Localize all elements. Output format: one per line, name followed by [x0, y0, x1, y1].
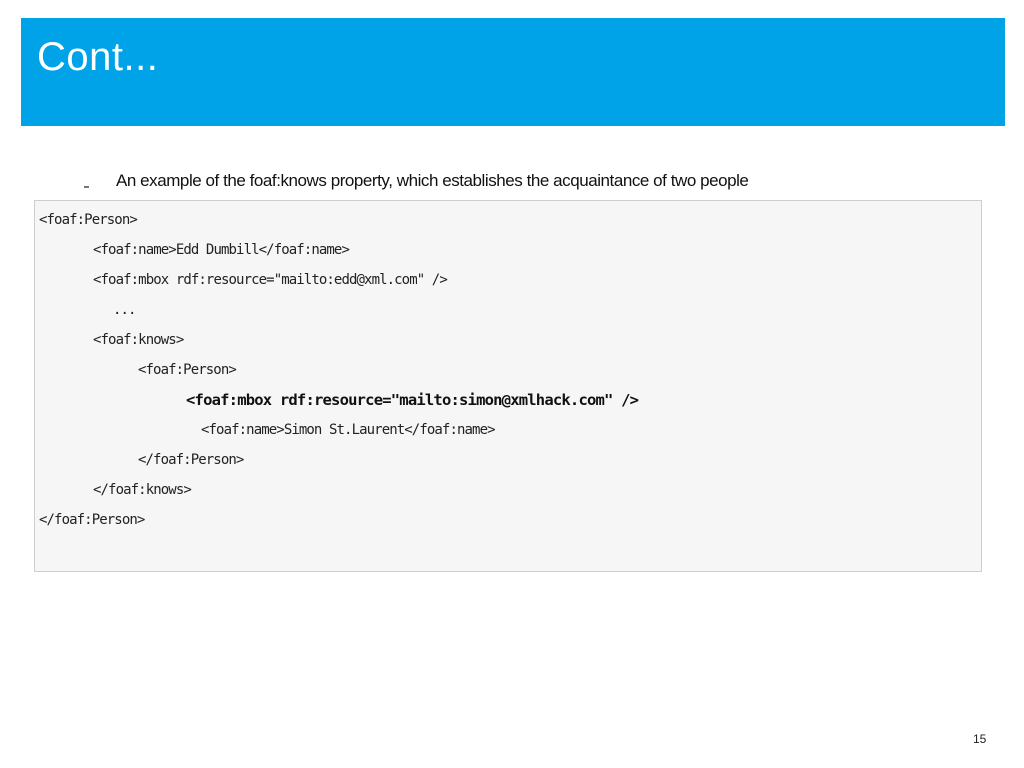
code-line-5: <foaf:knows>	[93, 332, 184, 348]
code-line-1: <foaf:Person>	[39, 212, 138, 228]
code-caption: An example of the foaf:knows property, w…	[116, 171, 749, 190]
page-number: 15	[973, 732, 987, 746]
code-line-3: <foaf:mbox rdf:resource="mailto:edd@xml.…	[93, 272, 448, 288]
code-line-8: <foaf:name>Simon St.Laurent</foaf:name>	[201, 422, 496, 438]
code-line-11: </foaf:Person>	[39, 512, 145, 528]
code-line-9: </foaf:Person>	[138, 452, 244, 468]
code-line-4: ...	[113, 302, 136, 318]
slide-title: Cont...	[37, 35, 159, 79]
code-line-2: <foaf:name>Edd Dumbill</foaf:name>	[93, 242, 350, 258]
code-line-6: <foaf:Person>	[138, 362, 237, 378]
code-example-box: <foaf:Person> <foaf:name>Edd Dumbill</fo…	[34, 200, 982, 572]
caption-mark	[84, 186, 89, 188]
code-line-7: <foaf:mbox rdf:resource="mailto:simon@xm…	[186, 391, 639, 409]
code-line-10: </foaf:knows>	[93, 482, 192, 498]
title-bar: Cont...	[21, 18, 1005, 126]
